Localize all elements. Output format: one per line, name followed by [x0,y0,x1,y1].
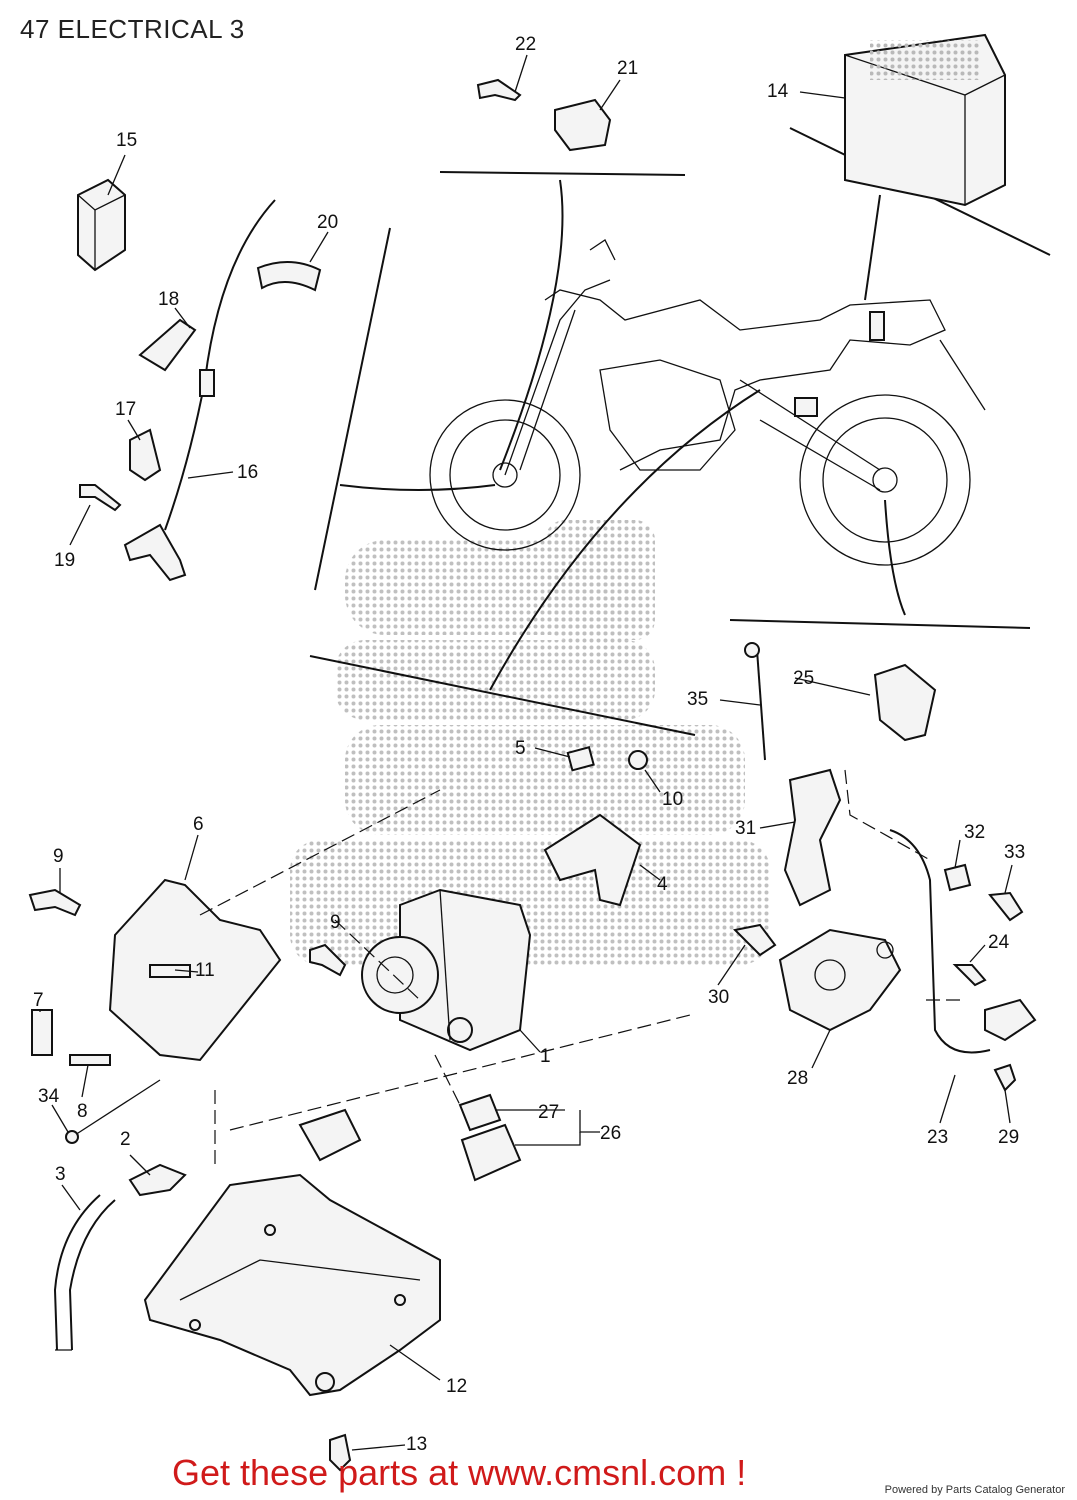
label-part-31: 31 [735,818,756,839]
label-part-12: 12 [446,1376,467,1397]
relay [77,178,126,272]
connectors [298,1093,522,1182]
label-part-22: 22 [515,34,536,55]
label-part-21: 21 [617,58,638,79]
label-part-9-left: 9 [53,846,64,867]
hose-and-sensor [53,1163,187,1351]
label-part-23: 23 [927,1127,948,1148]
label-part-32: 32 [964,822,985,843]
label-part-25: 25 [793,668,814,689]
upper-bracket [543,746,648,907]
leader-lines [39,54,1013,1451]
label-part-11: 11 [195,960,215,981]
label-part-34: 34 [38,1086,60,1107]
label-part-6: 6 [193,814,204,835]
label-part-18: 18 [158,289,179,310]
label-part-27: 27 [538,1102,559,1123]
label-part-30: 30 [708,987,729,1008]
motorcycle-illustration [429,239,986,566]
label-part-28: 28 [787,1068,808,1089]
abs-hydraulic-unit [361,888,532,1052]
label-part-29: 29 [998,1127,1019,1148]
label-part-19: 19 [54,550,75,571]
powered-by-text: Powered by Parts Catalog Generator [884,1484,1065,1496]
guide-lines [199,769,931,1165]
label-part-20: 20 [317,212,338,233]
center-bolt [309,943,347,977]
ecu-unit [844,33,1006,207]
label-part-8: 8 [77,1101,88,1122]
part-number-labels: 22 21 14 15 20 18 17 16 19 25 35 5 10 31… [33,34,1025,1455]
label-part-13: 13 [406,1434,427,1455]
label-part-9-center: 9 [330,912,341,933]
abs-bracket [28,878,282,1144]
label-part-1: 1 [540,1046,551,1067]
label-part-24: 24 [988,932,1010,953]
label-part-26: 26 [600,1123,621,1144]
get-parts-link[interactable]: Get these parts at www.cmsnl.com ! [172,1452,747,1493]
label-part-17: 17 [115,399,136,420]
under-cover [143,1173,441,1472]
label-part-3: 3 [55,1164,66,1185]
front-wheel-sensor-assembly [79,199,322,582]
label-part-35: 35 [687,689,708,710]
section-lines [309,127,1051,736]
rear-sensor-assembly [732,642,1037,1092]
label-part-16: 16 [237,462,258,483]
label-part-5: 5 [515,738,526,759]
label-part-14: 14 [767,81,789,102]
label-part-33: 33 [1004,842,1025,863]
label-part-2: 2 [120,1129,131,1150]
label-part-10: 10 [662,789,683,810]
label-part-15: 15 [116,130,137,151]
top-bracket [476,78,612,152]
label-part-4: 4 [657,874,668,895]
page-title: 47 ELECTRICAL 3 [20,14,245,44]
label-part-7: 7 [33,990,44,1011]
watermark-logo [290,520,770,965]
